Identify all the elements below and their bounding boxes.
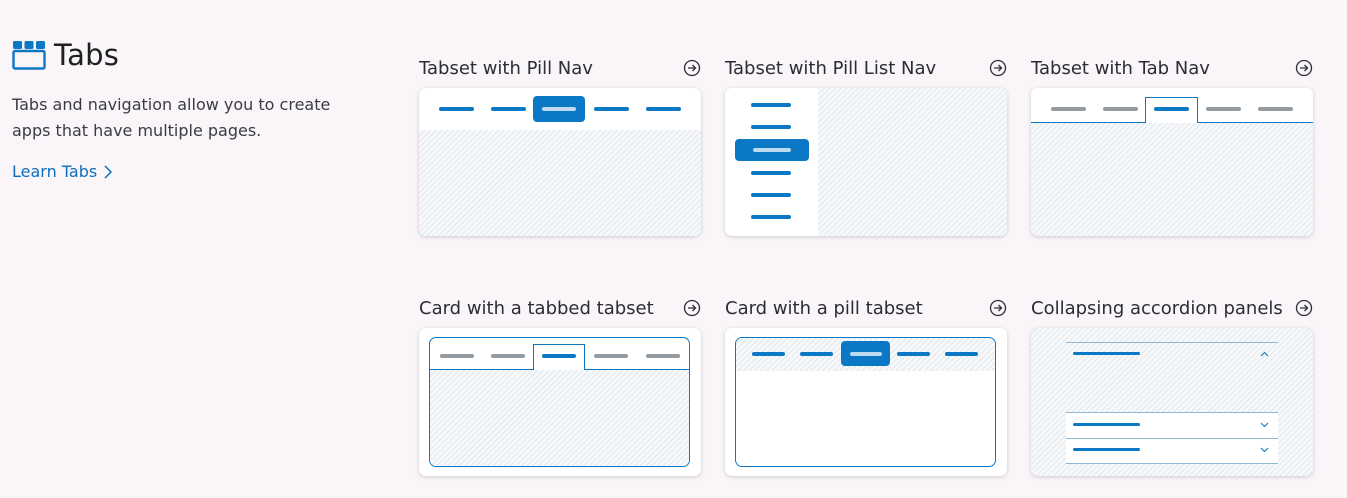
card-tabset-pill-nav: Tabset with Pill Nav: [419, 56, 701, 236]
card-tabset-tab-nav: Tabset with Tab Nav: [1031, 56, 1313, 236]
nav-item: [751, 171, 791, 175]
preview-tabset-pill-nav[interactable]: [419, 88, 701, 236]
content-area: [1031, 123, 1313, 236]
nav-item: [1103, 107, 1138, 111]
chevron-up-icon: [1260, 351, 1269, 357]
nav-item: [1051, 107, 1086, 111]
active-pill: [841, 341, 890, 366]
preview-accordion-panels[interactable]: [1031, 328, 1313, 476]
arrow-circle-right-icon[interactable]: [989, 299, 1007, 317]
card-header: Card with a pill tabset: [725, 296, 1007, 320]
inner-card: [735, 337, 996, 467]
inner-card: [429, 337, 690, 467]
nav-item: [594, 107, 629, 111]
nav-item: [440, 354, 474, 358]
nav-item: [751, 125, 791, 129]
arrow-circle-right-icon[interactable]: [683, 59, 701, 77]
nav-item: [491, 354, 525, 358]
nav-item: [897, 352, 930, 356]
card-title: Collapsing accordion panels: [1031, 297, 1283, 319]
card-title: Tabset with Tab Nav: [1031, 57, 1210, 79]
chevron-down-icon: [1260, 447, 1269, 453]
card-title: Tabset with Pill List Nav: [725, 57, 937, 79]
nav-item: [751, 193, 791, 197]
active-tab-label: [542, 354, 576, 358]
content-area: [818, 88, 1007, 236]
arrow-circle-right-icon[interactable]: [1295, 299, 1313, 317]
preview-tabset-tab-nav[interactable]: [1031, 88, 1313, 236]
nav-item: [751, 215, 791, 219]
preview-tabbed-tabset[interactable]: [419, 328, 701, 476]
accordion-header: [1073, 352, 1140, 355]
card-header: Card with a tabbed tabset: [419, 296, 701, 320]
page-title: Tabs: [54, 38, 120, 72]
intro-description: Tabs and navigation allow you to create …: [12, 95, 331, 140]
card-title: Card with a pill tabset: [725, 297, 923, 319]
card-accordion-panels: Collapsing accordion panels: [1031, 296, 1313, 476]
card-header: Tabset with Tab Nav: [1031, 56, 1313, 80]
nav-item: [945, 352, 978, 356]
nav-item: [594, 354, 628, 358]
preview-pill-tabset[interactable]: [725, 328, 1007, 476]
card-title: Card with a tabbed tabset: [419, 297, 654, 319]
preview-tabset-pill-list-nav[interactable]: [725, 88, 1007, 236]
card-tabbed-tabset: Card with a tabbed tabset: [419, 296, 701, 476]
accordion-header: [1073, 448, 1140, 451]
content-area: [430, 370, 689, 466]
content-area: [419, 130, 701, 236]
intro-header: Tabs: [12, 38, 352, 72]
accordion-header: [1073, 423, 1140, 426]
arrow-circle-right-icon[interactable]: [683, 299, 701, 317]
card-tabset-pill-list-nav: Tabset with Pill List Nav: [725, 56, 1007, 236]
nav-item: [439, 107, 474, 111]
card-header: Tabset with Pill Nav: [419, 56, 701, 80]
card-header: Collapsing accordion panels: [1031, 296, 1313, 320]
intro-section: Tabs Tabs and navigation allow you to cr…: [12, 38, 352, 181]
learn-tabs-link[interactable]: Learn Tabs: [12, 162, 113, 181]
nav-item: [800, 352, 833, 356]
active-pill: [735, 139, 809, 161]
nav-item: [1206, 107, 1241, 111]
nav-item: [646, 107, 681, 111]
nav-item: [491, 107, 526, 111]
nav-item: [752, 352, 785, 356]
active-pill: [533, 96, 585, 122]
nav-item: [646, 354, 680, 358]
card-title: Tabset with Pill Nav: [419, 57, 593, 79]
card-header: Tabset with Pill List Nav: [725, 56, 1007, 80]
nav-item: [1258, 107, 1293, 111]
arrow-circle-right-icon[interactable]: [989, 59, 1007, 77]
chevron-down-icon: [1260, 422, 1269, 428]
arrow-circle-right-icon[interactable]: [1295, 59, 1313, 77]
nav-item: [751, 103, 791, 107]
card-pill-tabset: Card with a pill tabset: [725, 296, 1007, 476]
chevron-right-icon: [104, 164, 113, 179]
learn-tabs-label: Learn Tabs: [12, 162, 98, 181]
active-tab-label: [1154, 107, 1189, 111]
tabs-icon: [12, 41, 46, 70]
